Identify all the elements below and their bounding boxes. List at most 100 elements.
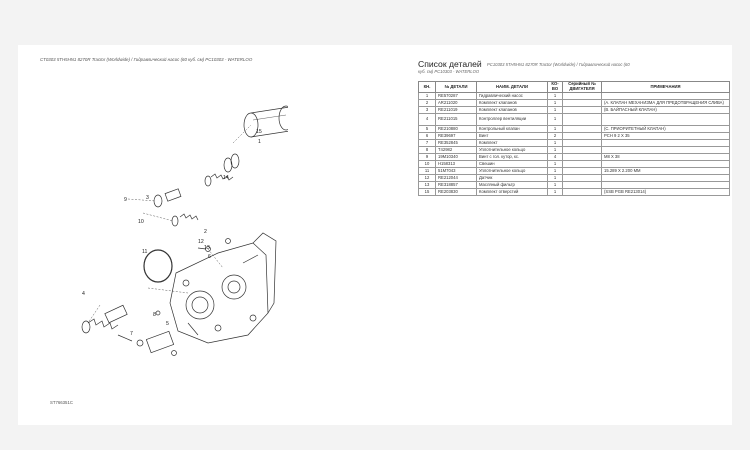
cell-motor — [562, 174, 602, 182]
cell-motor — [562, 146, 602, 154]
cell-note — [601, 146, 730, 154]
cell-qty: 1 — [547, 99, 563, 107]
cell-part-no[interactable]: H158313 — [435, 160, 477, 168]
document-sheet: CT0303 5TH5HN1 8270R Tractor (Worldwide)… — [18, 45, 732, 425]
cell-pos: 11 — [418, 167, 436, 175]
cell-name: Комплект клапанов — [476, 106, 548, 114]
cell-qty: 1 — [547, 106, 563, 114]
cell-part-no[interactable]: AR211020 — [435, 99, 477, 107]
cell-name: Винт с гол. кутор, кс. — [476, 153, 548, 161]
header-pos: КН. — [418, 81, 436, 93]
cell-motor — [562, 132, 602, 140]
cell-motor — [562, 139, 602, 147]
table-row: 1 RE570287 Гидравлический насос 1 — [418, 92, 730, 100]
cell-name: Контроллер вентиляции — [476, 113, 548, 126]
cell-note — [601, 139, 730, 147]
cell-pos: 5 — [418, 125, 436, 133]
cell-part-no[interactable]: 19M10340 — [435, 153, 477, 161]
callout-4: 4 — [82, 291, 85, 297]
callout-8: 8 — [153, 312, 156, 318]
parts-list-subtitle-continued: куб. см) PC10303 - WATERLOO — [418, 69, 480, 74]
cell-note — [601, 174, 730, 182]
cell-part-no[interactable]: RE210880 — [435, 125, 477, 133]
table-row: 7 RE352845 Комплект 1 — [418, 139, 730, 147]
cell-motor — [562, 92, 602, 100]
cell-qty: 2 — [547, 132, 563, 140]
table-row: 11 51M7043 Уплотнительное кольцо 1 15.28… — [418, 167, 730, 175]
fasteners-drawing — [155, 238, 231, 316]
cell-part-no[interactable]: RE203830 — [435, 188, 477, 196]
cell-part-no[interactable]: RE570287 — [435, 92, 477, 100]
parts-list-subtitle: PC10303 5TH5HN1 8270R Tractor (Worldwide… — [487, 62, 630, 67]
cell-pos: 1 — [418, 92, 436, 100]
callout-10: 10 — [138, 219, 144, 225]
cell-motor — [562, 167, 602, 175]
cell-part-no[interactable]: RE39697 — [435, 132, 477, 140]
table-row: 12 RE212044 Датчик 1 — [418, 174, 730, 182]
cell-part-no[interactable]: RE318857 — [435, 181, 477, 189]
cell-qty: 1 — [547, 146, 563, 154]
cell-part-no[interactable]: RE212044 — [435, 174, 477, 182]
cell-qty: 1 — [547, 92, 563, 100]
callout-12: 12 — [198, 239, 204, 245]
parts-table: КН. № ДЕТАЛИ НАИМ. ДЕТАЛИ КО-ВО Серийный… — [418, 81, 730, 196]
callout-7: 7 — [130, 331, 133, 337]
leader-lines — [87, 124, 252, 324]
cell-pos: 9 — [418, 153, 436, 161]
cell-motor — [562, 106, 602, 114]
cell-pos: 7 — [418, 139, 436, 147]
cell-note: PCH 9 2 X 35 — [601, 132, 730, 140]
table-row: 3 RE211019 Комплект клапанов 1 (В. БАЙПА… — [418, 106, 730, 114]
cell-motor — [562, 99, 602, 107]
cell-part-no[interactable]: RE352845 — [435, 139, 477, 147]
cell-note — [601, 160, 730, 168]
cell-name: Свешин — [476, 160, 548, 168]
sensor-drawing — [117, 330, 177, 356]
cell-qty: 1 — [547, 139, 563, 147]
cell-qty: 1 — [547, 174, 563, 182]
cell-qty: 1 — [547, 188, 563, 196]
table-row: 6 RE39697 Винт 2 PCH 9 2 X 35 — [418, 132, 730, 140]
cell-note: 15.289 X 2.200 MM — [601, 167, 730, 175]
cell-note: (А. КЛАПАН МЕХАНИЗМА ДЛЯ ПРЕДОТВРАЩЕНИЯ … — [601, 99, 730, 107]
cell-part-no[interactable]: RE211015 — [435, 113, 477, 126]
table-row: 15 RE203830 Комплект отверстий 1 (SSB PG… — [418, 188, 730, 196]
cell-note: (С. ПРИОРИТЕТНЫЙ КЛАПАН) — [601, 125, 730, 133]
header-name: НАИМ. ДЕТАЛИ — [476, 81, 548, 93]
o-ring-drawing — [143, 249, 173, 283]
cell-part-no[interactable]: RE211019 — [435, 106, 477, 114]
cell-qty: 1 — [547, 160, 563, 168]
header-qty: КО-ВО — [547, 81, 563, 93]
cell-part-no[interactable]: 51M7043 — [435, 167, 477, 175]
cell-pos: 12 — [418, 174, 436, 182]
table-row: 8 T42982 Уплотнительное кольцо 1 — [418, 146, 730, 154]
cell-note — [601, 113, 730, 126]
callout-2: 2 — [204, 229, 207, 235]
cell-part-no[interactable]: T42982 — [435, 146, 477, 154]
callout-15: 15 — [256, 129, 262, 135]
cell-name: Контрольный клапан — [476, 125, 548, 133]
cell-qty: 4 — [547, 153, 563, 161]
cell-motor — [562, 181, 602, 189]
cell-pos: 13 — [418, 181, 436, 189]
parts-table-header: КН. № ДЕТАЛИ НАИМ. ДЕТАЛИ КО-ВО Серийный… — [418, 81, 730, 93]
callout-6: 6 — [208, 254, 211, 260]
cell-name: Винт — [476, 132, 548, 140]
cell-motor — [562, 113, 602, 126]
cell-motor — [562, 153, 602, 161]
callout-13: 13 — [204, 245, 210, 251]
cell-motor — [562, 125, 602, 133]
header-part-no: № ДЕТАЛИ — [435, 81, 477, 93]
cell-note: (В. БАЙПАСНЫЙ КЛАПАН) — [601, 106, 730, 114]
parts-list-title: Список деталей — [418, 59, 482, 69]
cell-pos: 10 — [418, 160, 436, 168]
header-motor: Серийный № ДВИГАТЕЛЯ — [562, 81, 602, 93]
cell-qty: 1 — [547, 181, 563, 189]
callout-5: 5 — [166, 321, 169, 327]
cell-qty: 1 — [547, 167, 563, 175]
cell-name: Комплект клапанов — [476, 99, 548, 107]
table-row: 2 AR211020 Комплект клапанов 1 (А. КЛАПА… — [418, 99, 730, 107]
cell-note — [601, 92, 730, 100]
pump-body-drawing — [169, 232, 277, 344]
